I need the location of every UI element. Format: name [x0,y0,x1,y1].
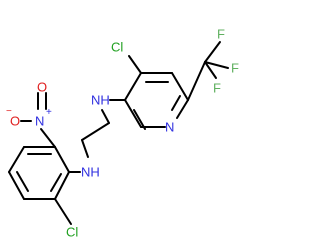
atom-label-cl-pyridine: Cl [111,40,123,55]
phenyl-cl-bond [54,198,72,225]
atom-label-nh-lower: NH [81,165,100,180]
atom-label-nh-upper: NH [91,93,110,108]
atom-label-o-nitro-bottom: O [37,80,47,95]
trifluoromethyl-group [187,41,229,101]
pyridine-cl-bond [128,55,142,74]
atom-label-f-top: F [217,27,225,42]
atom-label-o-nitro: O [10,114,20,129]
nitro-group-bonds [20,92,56,148]
chemical-structure: Cl F F F N NH NH O − N + O Cl [6,27,239,240]
ethylenediamine-linker [68,99,126,173]
atom-label-n-nitro: N [35,114,44,129]
pyridine-ring [124,72,189,130]
atom-label-f-bottom: F [213,81,221,96]
benzene-ring [8,146,70,200]
atom-label-n-pyridine: N [165,120,174,135]
atom-label-f-right: F [231,61,239,76]
atom-label-cl-phenyl: Cl [66,225,78,240]
atom-charge-n-nitro: + [46,107,52,118]
atom-charge-o-nitro: − [6,106,12,117]
